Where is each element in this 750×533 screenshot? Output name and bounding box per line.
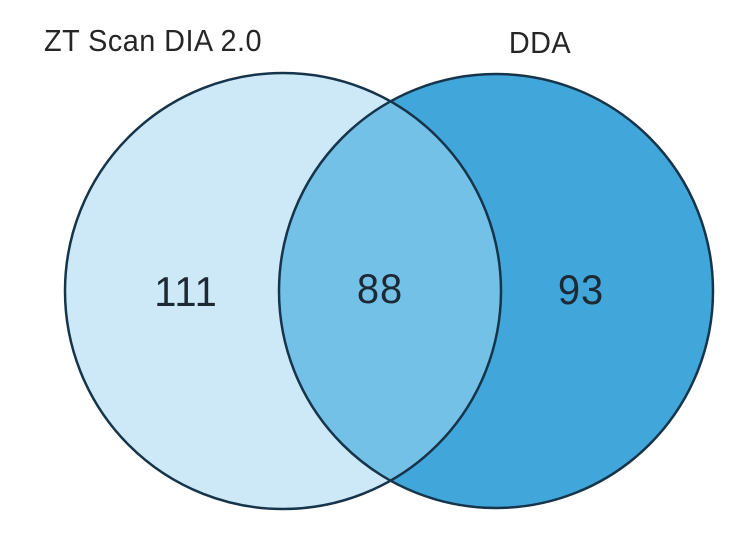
overlap-region-fill (279, 74, 501, 508)
left-only-count: 111 (154, 268, 218, 315)
left-set-label: ZT Scan DIA 2.0 (44, 23, 262, 58)
right-set-label: DDA (508, 25, 572, 60)
right-set-circle-outline (277, 72, 715, 510)
overlap-count: 88 (356, 265, 404, 312)
left-set-circle-outline (63, 71, 503, 511)
right-only-count: 93 (557, 266, 605, 313)
